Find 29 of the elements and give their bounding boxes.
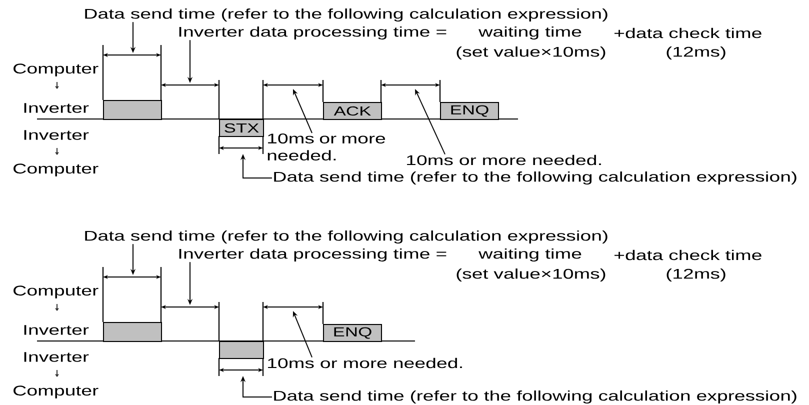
formula-text: waiting time: [478, 248, 582, 262]
annotation-text: Data send time (refer to the following calculation expression): [274, 390, 796, 404]
station-label: Inverter: [24, 103, 89, 113]
annotation-text: Inverter data processing time =: [179, 26, 446, 40]
signal-bar: [103, 322, 162, 342]
signal-bar: [103, 100, 162, 120]
annotation-text: Inverter data processing time =: [179, 248, 446, 262]
station-label: Inverter: [24, 130, 89, 140]
formula-text: waiting time: [478, 26, 582, 40]
annotation-text: Data send time (refer to the following calculation expression): [85, 8, 608, 22]
station-label: Computer: [14, 386, 98, 398]
annotation-text: 10ms or more needed.: [268, 358, 462, 368]
station-label: Inverter: [24, 352, 89, 362]
signal-bar: [219, 341, 264, 359]
formula-text: (set value×10ms): [456, 268, 606, 282]
formula-text: +data check time: [614, 28, 762, 38]
annotation-text: 10ms or more needed.: [268, 134, 386, 160]
signal-box: ACK: [323, 102, 382, 120]
formula-text: (12ms): [666, 46, 726, 60]
formula-text: +data check time: [614, 250, 762, 260]
station-label: Computer: [14, 164, 98, 176]
signal-box: ENQ: [440, 102, 499, 120]
formula-text: (12ms): [666, 268, 726, 282]
station-label: Inverter: [24, 325, 89, 335]
annotation-text: Data send time (refer to the following calculation expression): [85, 230, 608, 244]
signal-box: ENQ: [323, 324, 382, 342]
signal-box: STX: [219, 119, 264, 137]
annotation-text: Data send time (refer to the following calculation expression): [274, 171, 796, 185]
annotation-text: 10ms or more needed.: [407, 154, 601, 166]
